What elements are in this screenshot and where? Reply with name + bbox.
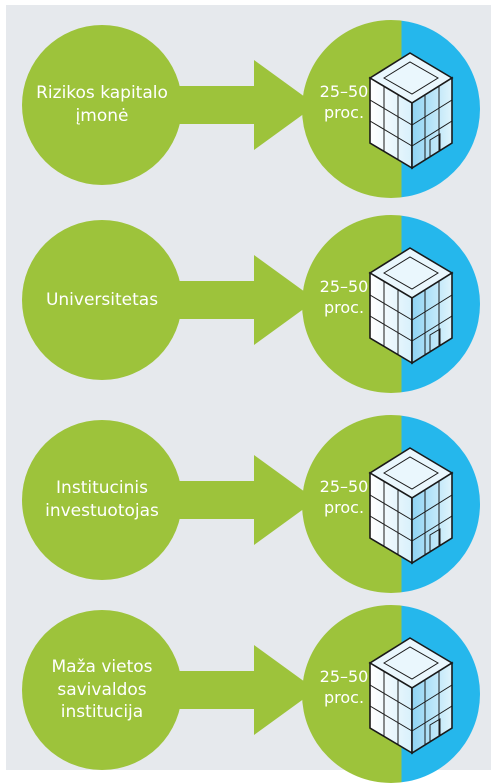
building-icon bbox=[368, 637, 454, 755]
target-circle: 25–50 proc. bbox=[302, 215, 480, 393]
arrow-icon bbox=[176, 455, 316, 545]
investor-circle: Rizikos kapitalo įmonė bbox=[22, 25, 182, 185]
investor-label: Maža vietos savivaldos institucija bbox=[51, 656, 153, 723]
building-icon bbox=[368, 247, 454, 365]
investor-circle: Universitetas bbox=[22, 220, 182, 380]
share-label: 25–50 proc. bbox=[319, 477, 369, 517]
investor-row: Institucinis investuotojas 25–50 proc. bbox=[6, 400, 491, 593]
target-circle: 25–50 proc. bbox=[302, 415, 480, 593]
arrow-icon bbox=[176, 255, 316, 345]
target-circle: 25–50 proc. bbox=[302, 605, 480, 783]
investor-row: Maža vietos savivaldos institucija 25–50… bbox=[6, 590, 491, 783]
arrow-icon bbox=[176, 60, 316, 150]
building-icon bbox=[368, 447, 454, 565]
investor-circle: Maža vietos savivaldos institucija bbox=[22, 610, 182, 770]
diagram-panel: Rizikos kapitalo įmonė 25–50 proc. bbox=[6, 5, 491, 783]
share-label: 25–50 proc. bbox=[319, 82, 369, 122]
investor-row: Rizikos kapitalo įmonė 25–50 proc. bbox=[6, 5, 491, 198]
share-label: 25–50 proc. bbox=[319, 277, 369, 317]
investor-label: Institucinis investuotojas bbox=[45, 478, 159, 521]
target-circle: 25–50 proc. bbox=[302, 20, 480, 198]
investor-label: Rizikos kapitalo įmonė bbox=[36, 83, 168, 126]
investor-label: Universitetas bbox=[45, 289, 159, 310]
building-icon bbox=[368, 52, 454, 170]
share-label: 25–50 proc. bbox=[319, 667, 369, 707]
arrow-icon bbox=[176, 645, 316, 735]
investor-circle: Institucinis investuotojas bbox=[22, 420, 182, 580]
investor-row: Universitetas 25–50 proc. bbox=[6, 200, 491, 393]
